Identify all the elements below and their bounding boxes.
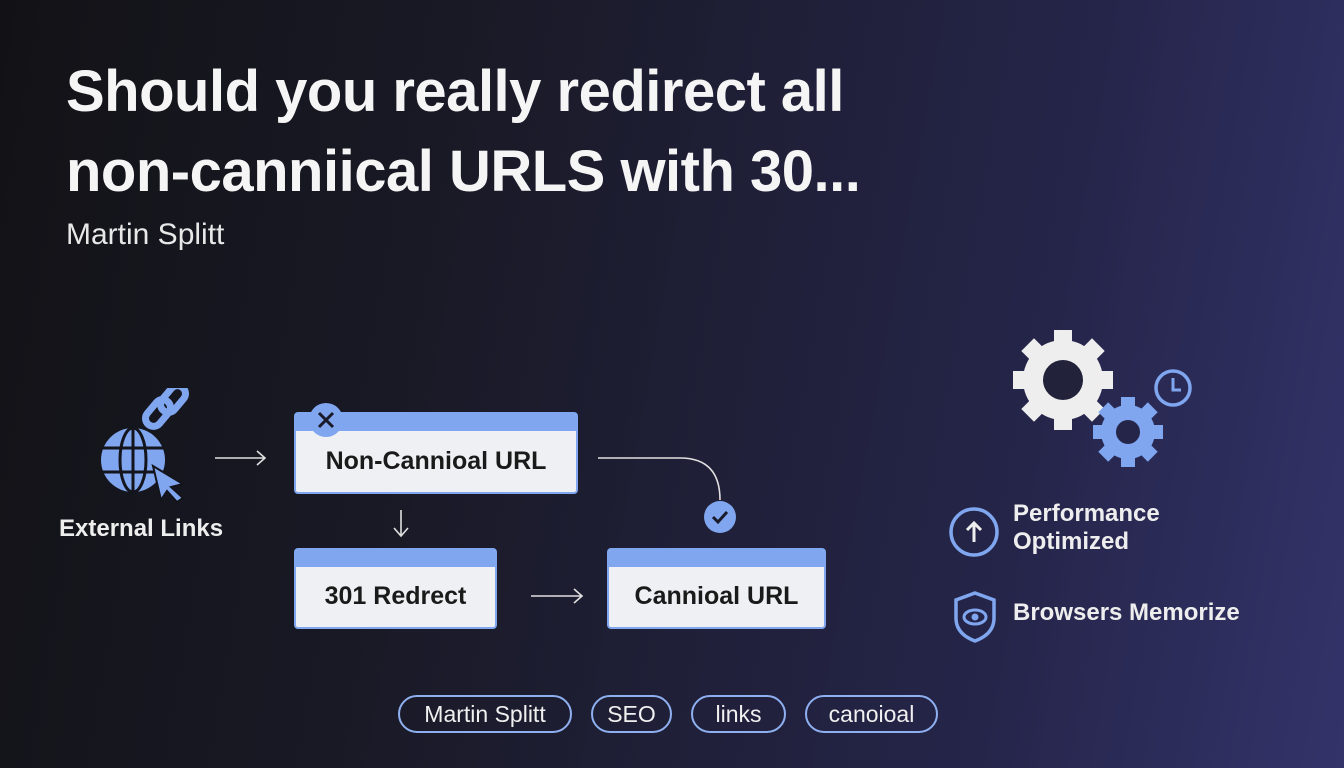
author: Martin Splitt: [66, 218, 225, 251]
title-line-1: Should you really redirect all: [66, 59, 844, 124]
x-circle-icon: [309, 403, 343, 437]
tag-links[interactable]: links: [691, 695, 786, 733]
performance-line-1: Performance: [1013, 500, 1160, 527]
redirect-301-box: 301 Redrect: [294, 548, 497, 629]
arrow-up-circle-icon: [949, 507, 999, 557]
browsers-memorize-label: Browsers Memorize: [1013, 599, 1240, 626]
performance-line-2: Optimized: [1013, 528, 1130, 555]
title-line-2: non-canniical URLS with 30...: [66, 139, 861, 204]
tag-canonical[interactable]: canoioal: [805, 695, 938, 733]
page-title: Should you really redirect all non-cannii…: [66, 52, 861, 212]
gears-clock-icon: [1013, 330, 1192, 467]
tag-martin-splitt[interactable]: Martin Splitt: [398, 695, 572, 733]
shield-eye-icon: [954, 591, 996, 643]
tag-seo[interactable]: SEO: [591, 695, 672, 733]
non-canonical-label: Non-Cannioal URL: [325, 446, 547, 475]
canonical-url-box: Cannioal URL: [607, 548, 826, 629]
external-links-label: External Links: [59, 515, 224, 542]
non-canonical-url-box: Non-Cannioal URL: [294, 412, 578, 494]
canonical-label: Cannioal URL: [634, 582, 799, 610]
globe-link-cursor-icon: [101, 388, 189, 503]
check-circle-icon: [704, 501, 736, 533]
redirect-label: 301 Redrect: [324, 582, 467, 610]
